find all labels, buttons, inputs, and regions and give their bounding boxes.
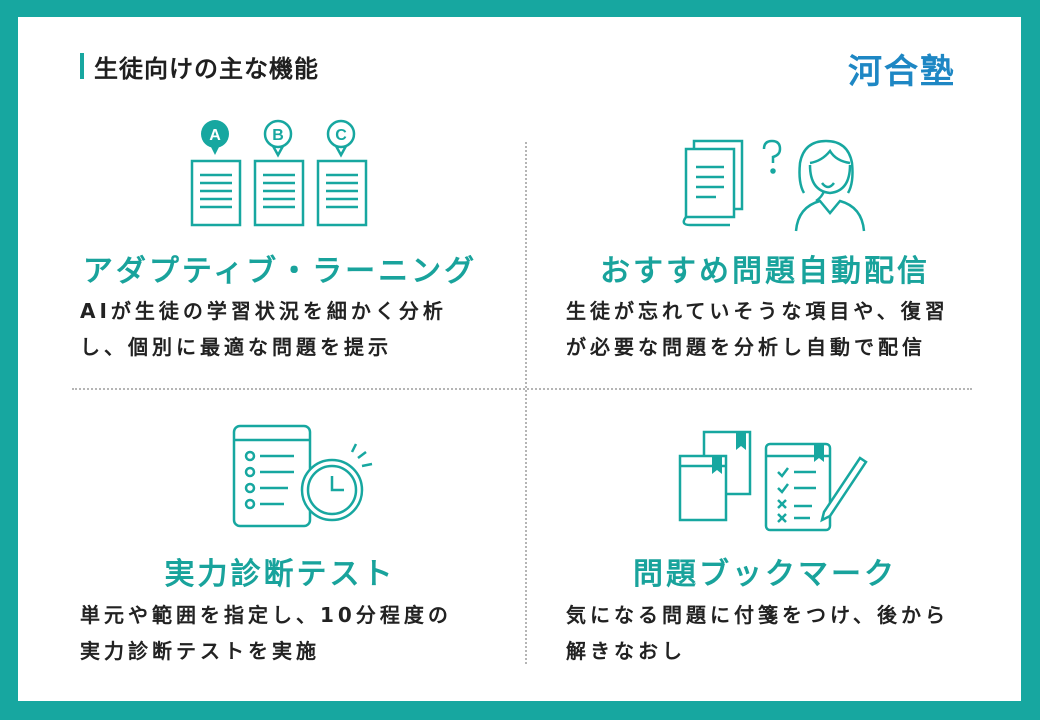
- test-timer-icon: [232, 424, 373, 528]
- abc-documents-icon: A B C: [190, 119, 368, 227]
- desc-line: が必要な問題を分析し自動で配信: [566, 335, 926, 359]
- feature-title-adaptive-learning: アダプティブ・ラーニング: [82, 254, 478, 289]
- feature-desc-diagnostic-test: 単元や範囲を指定し、10分程度の 実力診断テストを実施: [80, 597, 452, 669]
- bookmark-icon: [678, 430, 868, 532]
- desc-line: 単元や範囲を指定し、10分程度の: [80, 603, 452, 627]
- content-panel: [18, 17, 1021, 701]
- svg-text:A: A: [209, 127, 221, 144]
- desc-line: AIが生徒の学習状況を細かく分析: [80, 299, 447, 323]
- desc-line: 解きなおし: [566, 639, 686, 663]
- desc-line: 実力診断テストを実施: [80, 639, 320, 663]
- desc-line: し、個別に最適な問題を提示: [80, 335, 392, 359]
- horizontal-divider: [72, 388, 972, 390]
- feature-title-recommended-problems: おすすめ問題自動配信: [600, 254, 930, 289]
- page-title: 生徒向けの主な機能: [80, 48, 319, 84]
- title-accent-bar: [80, 53, 84, 79]
- desc-line: 気になる問題に付箋をつけ、後から: [566, 603, 949, 627]
- page-title-text: 生徒向けの主な機能: [94, 54, 319, 83]
- feature-desc-adaptive-learning: AIが生徒の学習状況を細かく分析 し、個別に最適な問題を提示: [80, 293, 447, 365]
- student-question-icon: [682, 139, 866, 232]
- logo: 河合塾: [848, 52, 956, 92]
- desc-line: 生徒が忘れていそうな項目や、復習: [566, 299, 949, 323]
- feature-desc-bookmark: 気になる問題に付箋をつけ、後から 解きなおし: [566, 597, 949, 669]
- feature-title-diagnostic-test: 実力診断テスト: [164, 557, 396, 592]
- feature-desc-recommended-problems: 生徒が忘れていそうな項目や、復習 が必要な問題を分析し自動で配信: [566, 293, 949, 365]
- svg-text:C: C: [335, 127, 347, 144]
- feature-title-bookmark: 問題ブックマーク: [633, 557, 897, 592]
- svg-text:B: B: [272, 127, 284, 144]
- vertical-divider: [525, 142, 527, 664]
